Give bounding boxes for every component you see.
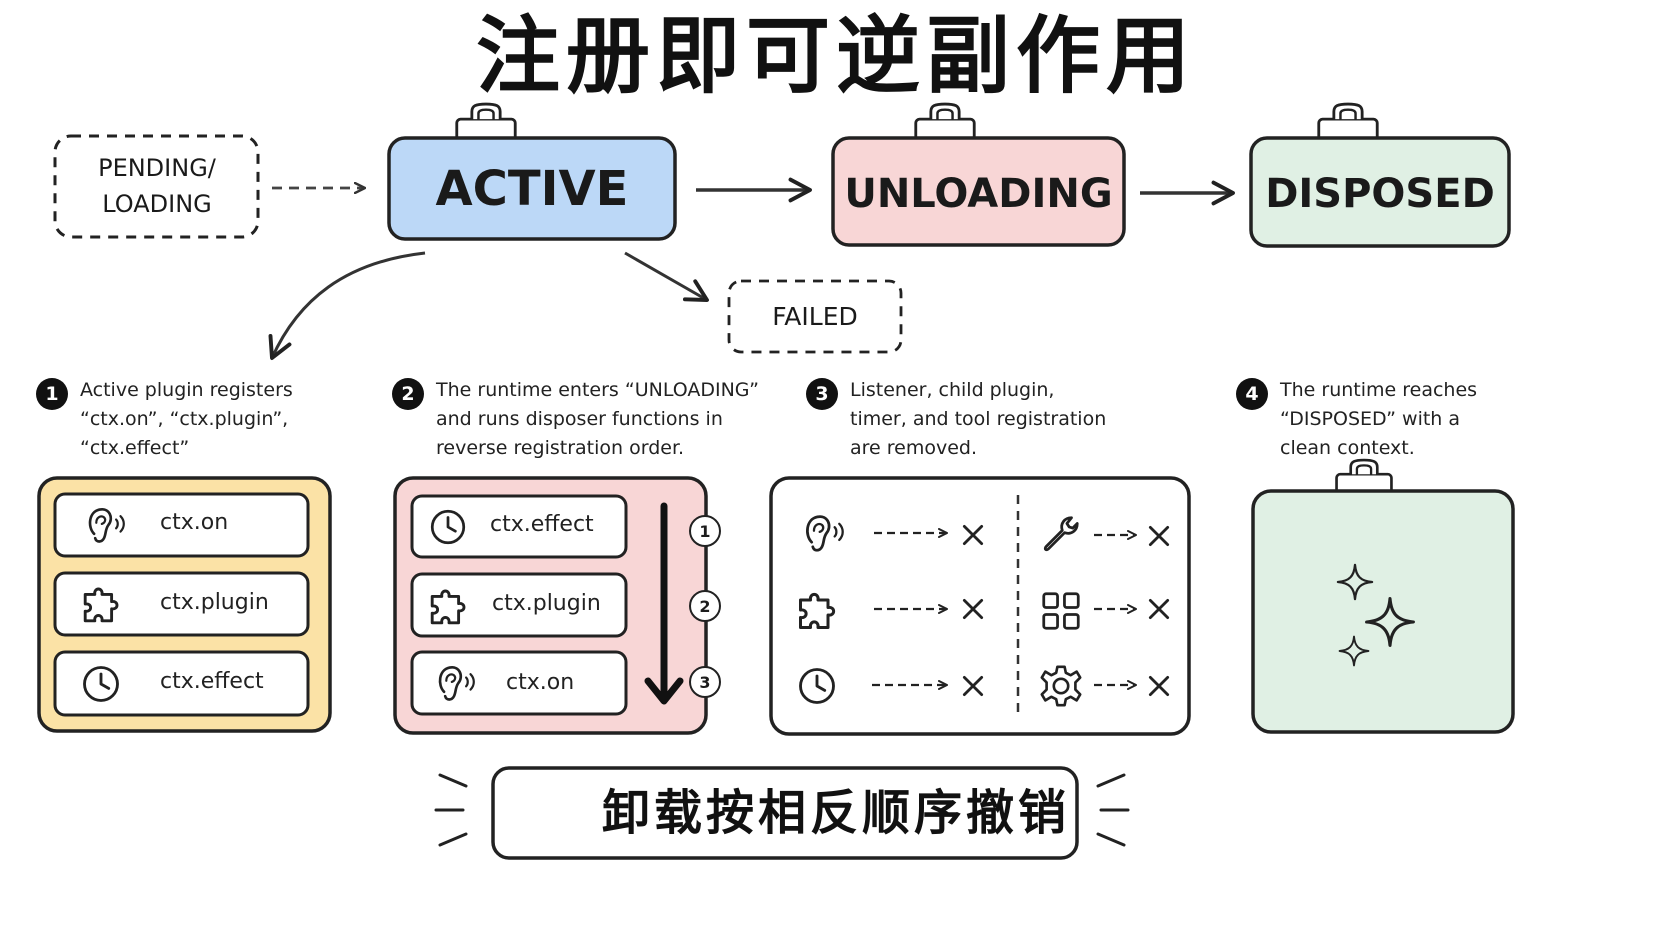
step-description: The runtime enters “UNLOADING” and runs … bbox=[436, 379, 759, 459]
pending-state-label: PENDING/ LOADING bbox=[98, 154, 216, 218]
step-description: Listener, child plugin, timer, and tool … bbox=[850, 379, 1107, 459]
registry-row bbox=[53, 492, 310, 558]
step-description: Active plugin registers “ctx.on”, “ctx.p… bbox=[80, 379, 293, 459]
step-2-caption: 2 The runtime enters “UNLOADING” and run… bbox=[392, 376, 759, 463]
disposer-label: ctx.plugin bbox=[492, 591, 601, 616]
registry-label: ctx.effect bbox=[160, 669, 264, 694]
step-3-caption: 3 Listener, child plugin, timer, and too… bbox=[806, 376, 1106, 463]
disposed-state-label: DISPOSED bbox=[1265, 171, 1495, 217]
order-number-badge: 2 bbox=[689, 590, 721, 622]
order-number-badge: 3 bbox=[689, 666, 721, 698]
unloading-state-label: UNLOADING bbox=[844, 171, 1113, 217]
pending-state-box bbox=[53, 134, 260, 239]
step-1-caption: 1 Active plugin registers “ctx.on”, “ctx… bbox=[36, 376, 293, 463]
active-to-failed-arrow bbox=[624, 251, 709, 302]
active-state-box bbox=[387, 136, 677, 241]
active-handle-icon bbox=[455, 102, 517, 141]
clean-context-panel bbox=[1251, 489, 1515, 734]
order-number-badge: 1 bbox=[689, 515, 721, 547]
failed-state-box bbox=[727, 279, 903, 354]
step-4-caption: 4 The runtime reaches “DISPOSED” with a … bbox=[1236, 376, 1477, 463]
step-number-badge: 2 bbox=[392, 378, 424, 410]
step-number-badge: 4 bbox=[1236, 378, 1268, 410]
failed-state-label: FAILED bbox=[772, 302, 858, 331]
registry-label: ctx.plugin bbox=[160, 590, 269, 615]
unloading-state-box bbox=[831, 136, 1126, 247]
removal-panel bbox=[769, 476, 1191, 736]
registry-label: ctx.on bbox=[160, 510, 229, 535]
summary-banner-text: 卸载按相反顺序撤销 bbox=[601, 785, 1070, 841]
unloading-handle-icon bbox=[914, 102, 976, 141]
banner-emphasis-marks bbox=[434, 773, 1130, 847]
disposer-row bbox=[410, 650, 628, 716]
clean-context-handle-icon bbox=[1335, 458, 1393, 495]
reverse-order-arrowhead bbox=[644, 677, 684, 705]
registry-row bbox=[53, 650, 310, 717]
disposed-state-box bbox=[1249, 136, 1511, 248]
active-to-registry-arrow bbox=[268, 251, 426, 360]
step-description: The runtime reaches “DISPOSED” with a cl… bbox=[1280, 379, 1478, 459]
disposer-label: ctx.on bbox=[506, 670, 575, 695]
page-title: 注册即可逆副作用 bbox=[475, 7, 1196, 105]
step-number-badge: 3 bbox=[806, 378, 838, 410]
disposer-row bbox=[410, 494, 628, 559]
step-number-badge: 1 bbox=[36, 378, 68, 410]
disposer-row bbox=[410, 572, 628, 638]
disposed-handle-icon bbox=[1317, 102, 1379, 141]
summary-banner-box bbox=[491, 766, 1079, 860]
registry-row bbox=[53, 571, 310, 637]
disposer-label: ctx.effect bbox=[490, 512, 594, 537]
active-state-label: ACTIVE bbox=[435, 161, 629, 217]
